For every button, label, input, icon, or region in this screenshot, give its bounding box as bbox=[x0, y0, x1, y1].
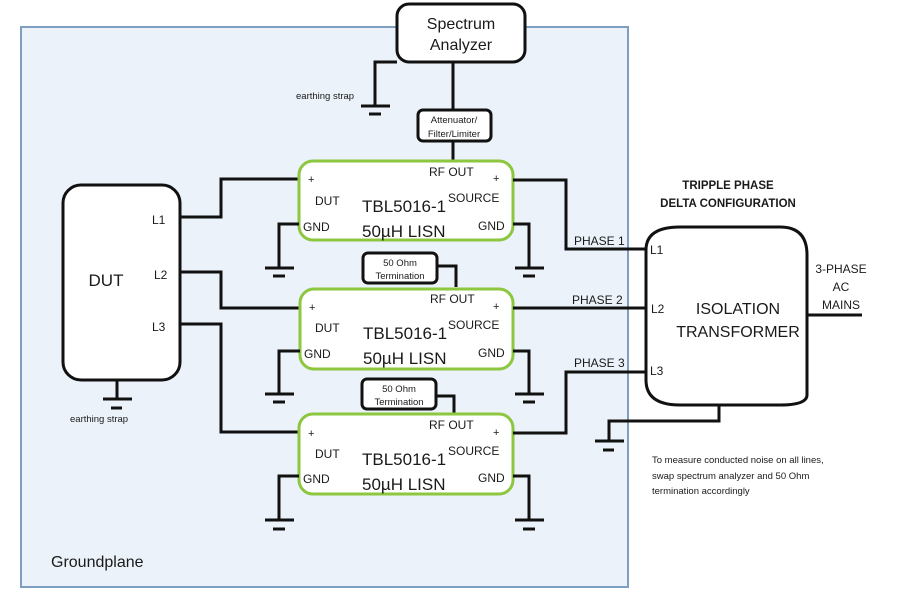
phase-1-wire bbox=[513, 178, 646, 251]
lisn-3: RF OUT + + DUT SOURCE GND GND TBL5016-1 … bbox=[297, 412, 515, 496]
dut-l3-wire bbox=[180, 322, 299, 434]
lisn-dut: DUT bbox=[315, 447, 340, 461]
note-line-3: termination accordingly bbox=[652, 486, 750, 497]
dut-l1-wire bbox=[180, 177, 299, 219]
transformer-title-2: DELTA CONFIGURATION bbox=[660, 198, 796, 210]
lisn-gnd-left: GND bbox=[303, 472, 330, 486]
spectrum-analyzer-label-1: Spectrum bbox=[427, 16, 495, 33]
termination-1-box bbox=[361, 251, 439, 285]
lisn-gnd-left: GND bbox=[304, 347, 331, 361]
mains-label-2: AC bbox=[833, 280, 850, 294]
transformer-box bbox=[644, 225, 809, 407]
lisn-desc: 50µH LISN bbox=[362, 222, 446, 241]
termination-2-label-2: Termination bbox=[374, 397, 423, 408]
mains-label-1: 3-PHASE bbox=[815, 262, 866, 276]
dut-l2-wire bbox=[180, 270, 299, 310]
note-line-1: To measure conducted noise on all lines, bbox=[652, 455, 824, 466]
sa-earth-wire bbox=[373, 60, 397, 106]
transformer-port-l3: L3 bbox=[650, 364, 664, 378]
lisn-gnd-left: GND bbox=[303, 220, 330, 234]
lisn-plus-right: + bbox=[493, 173, 499, 185]
lisn-gnd-right: GND bbox=[478, 219, 505, 233]
lisn2-gnd-left-wire bbox=[277, 349, 300, 394]
lisn-source: SOURCE bbox=[448, 191, 499, 205]
phase-1-label: PHASE 1 bbox=[574, 234, 625, 248]
lisn-dut: DUT bbox=[315, 194, 340, 208]
ground-symbol-icon bbox=[515, 392, 544, 404]
transformer-port-l1: L1 bbox=[650, 243, 664, 257]
transformer-earth-wire bbox=[607, 405, 721, 441]
lisn-rf-out: RF OUT bbox=[429, 418, 474, 432]
termination-2-wire bbox=[436, 394, 456, 414]
spectrum-analyzer-box bbox=[395, 2, 527, 64]
lisn-1: RF OUT + + DUT SOURCE GND GND TBL5016-1 … bbox=[297, 159, 515, 242]
lisn1-gnd-right-wire bbox=[513, 222, 531, 268]
ground-symbol-icon bbox=[595, 439, 624, 452]
lisn-gnd-right: GND bbox=[478, 346, 505, 360]
lisn-desc: 50µH LISN bbox=[362, 475, 446, 494]
transformer-label-1: ISOLATION bbox=[696, 301, 780, 318]
transformer-label-2: TRANSFORMER bbox=[676, 324, 800, 341]
lisn-source: SOURCE bbox=[448, 444, 499, 458]
lisn-source: SOURCE bbox=[448, 318, 499, 332]
spectrum-analyzer-label-2: Analyzer bbox=[430, 37, 493, 54]
note-line-2: swap spectrum analyzer and 50 Ohm bbox=[652, 471, 809, 482]
termination-2-label-1: 50 Ohm bbox=[382, 384, 416, 395]
termination-1-label-2: Termination bbox=[375, 271, 424, 282]
transformer-port-l2: L2 bbox=[651, 302, 665, 316]
phase-2-label: PHASE 2 bbox=[572, 293, 623, 307]
lisn-model: TBL5016-1 bbox=[362, 197, 446, 216]
ground-symbol-icon bbox=[361, 104, 390, 116]
sa-earthing-label: earthing strap bbox=[296, 91, 354, 102]
lisn-desc: 50µH LISN bbox=[363, 349, 447, 368]
dut-box bbox=[61, 183, 182, 382]
phase-3-wire bbox=[513, 370, 646, 435]
dut-port-l1: L1 bbox=[152, 213, 166, 227]
ground-symbol-icon bbox=[515, 518, 544, 531]
termination-2-box bbox=[360, 377, 438, 411]
lisn-plus-left: + bbox=[308, 174, 314, 186]
lisn-plus-left: + bbox=[308, 428, 314, 440]
lisn-2: RF OUT + + DUT SOURCE GND GND TBL5016-1 … bbox=[298, 287, 515, 371]
lisn-rf-out: RF OUT bbox=[429, 165, 474, 179]
ground-symbol-icon bbox=[515, 266, 544, 278]
attenuator-label-1: Attenuator/ bbox=[431, 115, 478, 126]
lisn3-gnd-right-wire bbox=[513, 474, 531, 520]
termination-1-wire bbox=[437, 264, 458, 287]
lisn1-gnd-left-wire bbox=[277, 222, 299, 268]
ground-symbol-icon bbox=[103, 397, 132, 410]
lisn-model: TBL5016-1 bbox=[362, 450, 446, 469]
lisn-plus-right: + bbox=[493, 301, 499, 313]
dut-earthing-label: earthing strap bbox=[70, 414, 128, 425]
lisn-model: TBL5016-1 bbox=[363, 324, 447, 343]
ground-symbol-icon bbox=[265, 266, 294, 278]
dut-port-l3: L3 bbox=[152, 320, 166, 334]
lisn-rf-out: RF OUT bbox=[430, 292, 475, 306]
transformer-title-1: TRIPPLE PHASE bbox=[682, 180, 774, 192]
termination-1-label-1: 50 Ohm bbox=[383, 258, 417, 269]
lisn2-gnd-right-wire bbox=[513, 349, 531, 394]
phase-3-label: PHASE 3 bbox=[574, 356, 625, 370]
lisn-gnd-right: GND bbox=[478, 471, 505, 485]
attenuator-label-2: Filter/Limiter bbox=[428, 129, 480, 140]
dut-port-l2: L2 bbox=[154, 268, 168, 282]
dut-label: DUT bbox=[89, 271, 124, 290]
groundplane-label: Groundplane bbox=[51, 554, 144, 571]
mains-label-3: MAINS bbox=[822, 298, 860, 312]
lisn-dut: DUT bbox=[315, 321, 340, 335]
lisn3-gnd-left-wire bbox=[277, 474, 299, 520]
lisn-plus-right: + bbox=[493, 427, 499, 439]
ground-symbol-icon bbox=[265, 392, 294, 404]
ground-symbol-icon bbox=[265, 518, 294, 531]
lisn-plus-left: + bbox=[309, 302, 315, 314]
